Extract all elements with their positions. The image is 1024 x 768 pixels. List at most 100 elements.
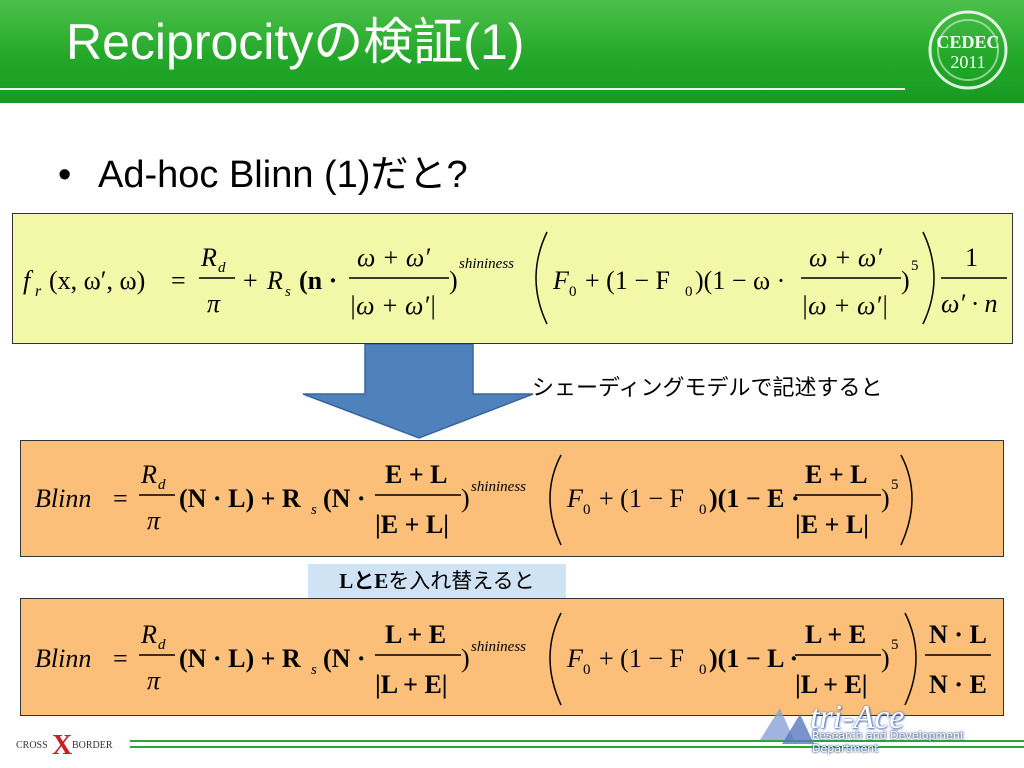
eq2-big-paren-right: [900, 454, 913, 546]
eq3-frac-den-2: |L + E|: [795, 670, 868, 699]
eq2-big-paren-left: [549, 454, 562, 546]
eq3-close-paren: ): [461, 644, 470, 673]
slide-title: Reciprocityの検証(1): [66, 14, 525, 70]
eq3-Rs-sub: s: [311, 662, 317, 678]
eq3-power5: 5: [891, 637, 899, 653]
eq1-Rs-sub: s: [285, 284, 291, 300]
eq3-exponent: shininess: [471, 639, 526, 655]
tri-ace-logo-mark: [760, 708, 814, 744]
eq1-last-den: ω′ · n: [941, 289, 998, 318]
eq2-exponent: shininess: [471, 479, 526, 495]
eq2-F0: F: [566, 484, 584, 513]
eq2-Rd-sub: d: [158, 477, 166, 493]
equation-blinn-swapped: Blinn = R d π (N · L) + R s (N · L + E |…: [35, 612, 991, 706]
eq1-dot-n: (n ·: [299, 266, 337, 295]
eq1-exponent: shininess: [459, 256, 514, 272]
eq2-close-paren-2: ): [881, 484, 890, 513]
equation-box-original: f r (x, ω′, ω) = R d π + R s (n · ω + ω′…: [12, 213, 1013, 344]
eq1-frac-den: |ω + ω′|: [349, 291, 436, 320]
note-swap-rest: を入れ替えると: [388, 569, 535, 593]
eq2-Rs-sub: s: [311, 502, 317, 518]
eq2-frac-num-2: E + L: [805, 460, 868, 489]
eq2-F0-sub: 0: [583, 502, 591, 518]
eq3-frac-num-2: L + E: [805, 620, 866, 649]
eq1-plus: +: [243, 266, 258, 295]
eq1-power5: 5: [911, 258, 919, 274]
eq1-big-paren-right: [922, 231, 935, 325]
eq3-Rd: R: [140, 620, 157, 649]
eq3-F0-sub-2: 0: [699, 662, 707, 678]
eq1-frac-den-2: |ω + ω′|: [801, 291, 888, 320]
eq1-F0: F: [552, 266, 570, 295]
eq2-close-paren: ): [461, 484, 470, 513]
crossborder-x: X: [52, 730, 72, 761]
eq1-f: f: [23, 266, 34, 295]
note-swap-bold: LとE: [339, 569, 389, 593]
bullet-text: Ad-hoc Blinn (1)だと?: [98, 154, 468, 196]
eq2-frac-num: E + L: [385, 460, 448, 489]
eq1-big-paren-left: [535, 231, 548, 325]
eq2-lhs: Blinn: [35, 484, 91, 513]
title-bar-rule: [0, 88, 905, 90]
eq1-last-num: 1: [965, 243, 978, 272]
eq3-pi: π: [147, 666, 161, 695]
eq3-Rd-sub: d: [158, 637, 166, 653]
eq2-frac-den: |E + L|: [375, 510, 449, 539]
down-arrow-icon: [302, 344, 534, 439]
eq3-fresnel-mid2: )(1 − L ·: [709, 644, 798, 673]
logo-text-year: 2011: [950, 52, 985, 72]
eq3-F0: F: [566, 644, 584, 673]
eq3-F0-sub: 0: [583, 662, 591, 678]
note-swap-L-E: LとEを入れ替えると: [308, 564, 566, 598]
eq1-Rs: R: [266, 266, 283, 295]
eq1-Rd-sub: d: [218, 260, 226, 276]
eq1-F0-sub: 0: [569, 284, 577, 300]
eq1-frac-num-2: ω + ω′: [809, 243, 882, 272]
eq1-frac-num: ω + ω′: [357, 243, 430, 272]
eq3-last-den: N · E: [929, 670, 987, 699]
equation-box-blinn: Blinn = R d π (N · L) + R s (N · E + L |…: [20, 440, 1004, 557]
eq3-big-paren-left: [549, 612, 562, 706]
note-shading-model: シェーディングモデルで記述すると: [532, 376, 883, 401]
eq1-Rd: R: [200, 243, 217, 272]
eq3-frac-den: |L + E|: [375, 670, 448, 699]
crossborder-cross: CROSS: [16, 740, 48, 751]
eq3-fresnel-mid: + (1 − F: [599, 644, 684, 673]
eq2-power5: 5: [891, 477, 899, 493]
eq2-nl: (N · L) + R: [179, 484, 301, 513]
eq2-equals: =: [113, 484, 128, 513]
cedec-logo: CEDEC 2011: [928, 10, 1008, 90]
eq3-big-paren-right: [904, 612, 917, 706]
eq2-Rd: R: [140, 460, 157, 489]
crossborder-border: BORDER: [72, 740, 113, 751]
eq1-close-paren-2: ): [901, 266, 910, 295]
eq3-equals: =: [113, 644, 128, 673]
bullet-dot: •: [58, 154, 72, 196]
equation-original: f r (x, ω′, ω) = R d π + R s (n · ω + ω′…: [23, 231, 1007, 325]
footer-rule: [130, 740, 1024, 754]
crossborder-logo: CROSS X BORDER: [16, 730, 113, 761]
eq3-dot-n: (N ·: [323, 644, 366, 673]
equation-blinn: Blinn = R d π (N · L) + R s (N · E + L |…: [35, 454, 913, 546]
eq1-equals: =: [171, 266, 186, 295]
eq3-last-num: N · L: [929, 620, 987, 649]
eq2-frac-den-2: |E + L|: [795, 510, 869, 539]
eq3-close-paren-2: ): [881, 644, 890, 673]
tri-ace-logo-text: tri-Ace: [810, 699, 905, 736]
rnd-department-label: Research and Development Department: [812, 729, 965, 755]
eq2-pi: π: [147, 506, 161, 535]
eq3-nl: (N · L) + R: [179, 644, 301, 673]
eq1-close-paren: ): [449, 266, 458, 295]
eq1-pi: π: [207, 289, 221, 318]
eq1-fresnel-mid: + (1 − F: [585, 266, 670, 295]
eq3-frac-num: L + E: [385, 620, 446, 649]
title-bar: Reciprocityの検証(1) CEDEC 2011: [0, 0, 1024, 103]
eq1-f-sub: r: [35, 283, 42, 300]
logo-text-cedec: CEDEC: [936, 32, 999, 52]
eq1-fresnel-mid2: )(1 − ω ·: [695, 266, 785, 295]
eq2-fresnel-mid2: )(1 − E ·: [709, 484, 800, 513]
eq3-lhs: Blinn: [35, 644, 91, 673]
bullet-item: • Ad-hoc Blinn (1)だと?: [58, 150, 468, 200]
eq2-fresnel-mid: + (1 − F: [599, 484, 684, 513]
eq1-args: (x, ω′, ω): [49, 266, 145, 295]
